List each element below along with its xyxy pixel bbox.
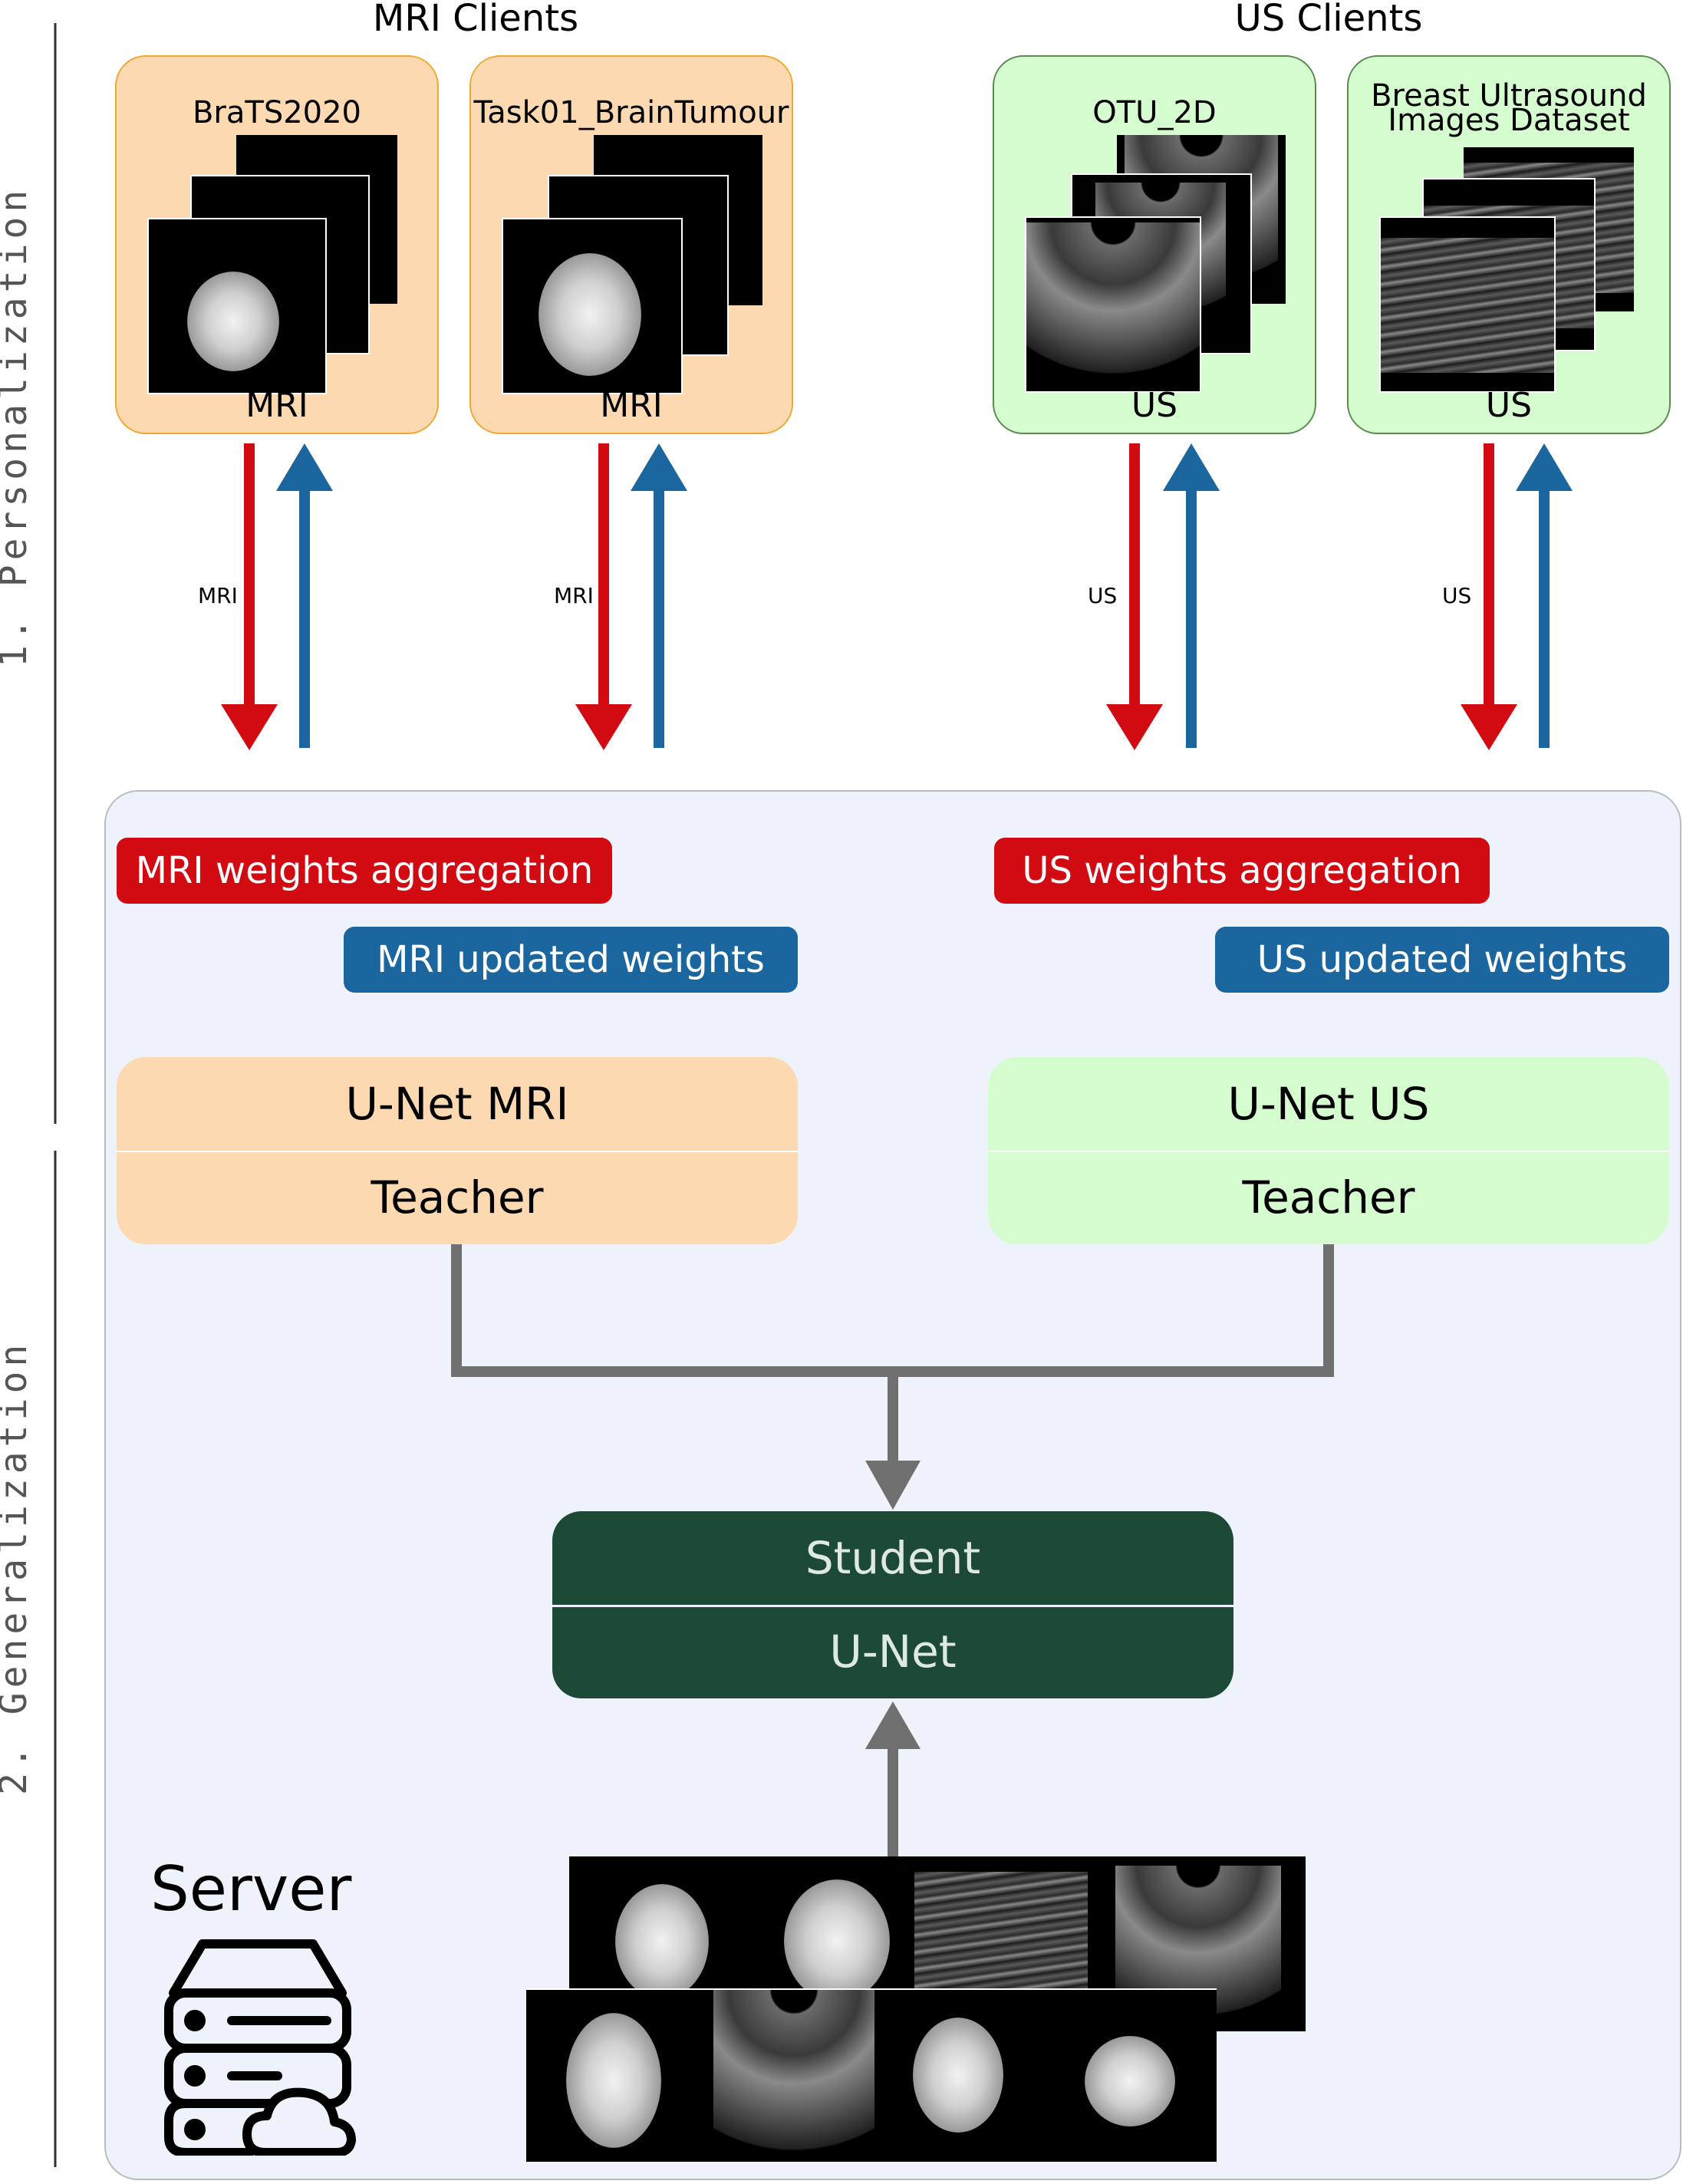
us-image — [1379, 216, 1556, 393]
brain-scan — [913, 2018, 1003, 2133]
student-model: U-Net — [829, 1626, 957, 1678]
arrow-label-mri-2: MRI — [554, 583, 594, 608]
student-unet-block: Student U-Net — [552, 1511, 1233, 1698]
us-updated-weights-badge: US updated weights — [1215, 927, 1669, 993]
brain-scan — [538, 253, 641, 376]
up-arrow-us-1-head — [1163, 443, 1220, 491]
mri-updated-weights-badge: MRI updated weights — [344, 927, 798, 993]
client-name: BraTS2020 — [192, 95, 362, 130]
mri-slice-image — [147, 218, 327, 394]
client-name-line2: Images Dataset — [1388, 103, 1630, 138]
teacher-us-block: U-Net US Teacher — [988, 1057, 1669, 1244]
connector-to-student — [888, 1372, 898, 1461]
mri-weights-aggregation-badge: MRI weights aggregation — [117, 838, 612, 904]
connector-from-data-head — [865, 1701, 921, 1749]
connector-from-data — [888, 1744, 898, 1856]
brain-scan — [187, 272, 279, 371]
down-arrow-us-2-head — [1461, 704, 1517, 750]
teacher-mri-title: U-Net MRI — [117, 1057, 798, 1152]
connector-teachers — [451, 1244, 1334, 1377]
down-arrow-mri-2 — [598, 443, 609, 708]
client-name-line1: Breast Ultrasound — [1371, 78, 1647, 114]
arrow-label-us-2: US — [1442, 583, 1472, 608]
teacher-us-title: U-Net US — [988, 1057, 1669, 1152]
brain-scan — [615, 1884, 709, 1999]
teacher-mri-role: Teacher — [371, 1171, 544, 1224]
group-title-mri: MRI Clients — [372, 0, 579, 40]
teacher-mri-block: U-Net MRI Teacher — [117, 1057, 798, 1244]
down-arrow-us-1 — [1129, 443, 1140, 708]
us-fan — [713, 1990, 874, 2159]
client-card-otu-2d: OTU_2D US — [993, 55, 1316, 434]
server-cloud-icon — [164, 1939, 356, 2156]
down-arrow-us-2 — [1484, 443, 1494, 708]
connector-to-student-head — [865, 1461, 921, 1510]
up-arrow-us-2-head — [1516, 443, 1573, 491]
public-dataset-mosaic-top — [569, 1856, 1306, 2031]
client-card-brats2020: BraTS2020 MRI — [115, 55, 439, 434]
student-title: Student — [552, 1511, 1233, 1607]
us-image — [1025, 216, 1201, 393]
client-modality: US — [1485, 386, 1533, 425]
up-arrow-us-1 — [1186, 483, 1197, 748]
down-arrow-mri-1-head — [221, 704, 278, 750]
client-modality: MRI — [245, 386, 308, 425]
down-arrow-mri-1 — [244, 443, 255, 708]
server-title: Server — [150, 1853, 352, 1925]
brain-scan — [1085, 2036, 1175, 2126]
us-weights-aggregation-badge: US weights aggregation — [994, 838, 1490, 904]
brain-scan — [566, 2013, 661, 2148]
group-title-us: US Clients — [1234, 0, 1423, 40]
us-texture — [914, 1872, 1088, 1995]
client-modality: US — [1131, 386, 1178, 425]
up-arrow-mri-1-head — [276, 443, 333, 491]
teacher-us-role: Teacher — [1242, 1171, 1415, 1224]
down-arrow-us-1-head — [1106, 704, 1163, 750]
client-name: OTU_2D — [1092, 95, 1217, 130]
arrow-label-mri-1: MRI — [198, 583, 238, 608]
client-name: Task01_BrainTumour — [473, 95, 789, 130]
down-arrow-mri-2-head — [575, 704, 632, 750]
client-modality: MRI — [600, 386, 663, 425]
up-arrow-mri-1 — [299, 483, 310, 748]
up-arrow-mri-2-head — [631, 443, 687, 491]
us-texture — [1381, 238, 1554, 373]
public-dataset-mosaic-bottom — [526, 1988, 1217, 2162]
client-card-task01-braintumour: Task01_BrainTumour MRI — [469, 55, 793, 434]
up-arrow-us-2 — [1539, 483, 1550, 748]
client-card-breast-ultrasound: Breast Ultrasound Images Dataset US — [1347, 55, 1671, 434]
us-fan — [1026, 222, 1200, 376]
mri-slice-image — [502, 218, 683, 394]
brain-scan — [784, 1879, 890, 2002]
up-arrow-mri-2 — [654, 483, 664, 748]
arrow-label-us-1: US — [1088, 583, 1118, 608]
